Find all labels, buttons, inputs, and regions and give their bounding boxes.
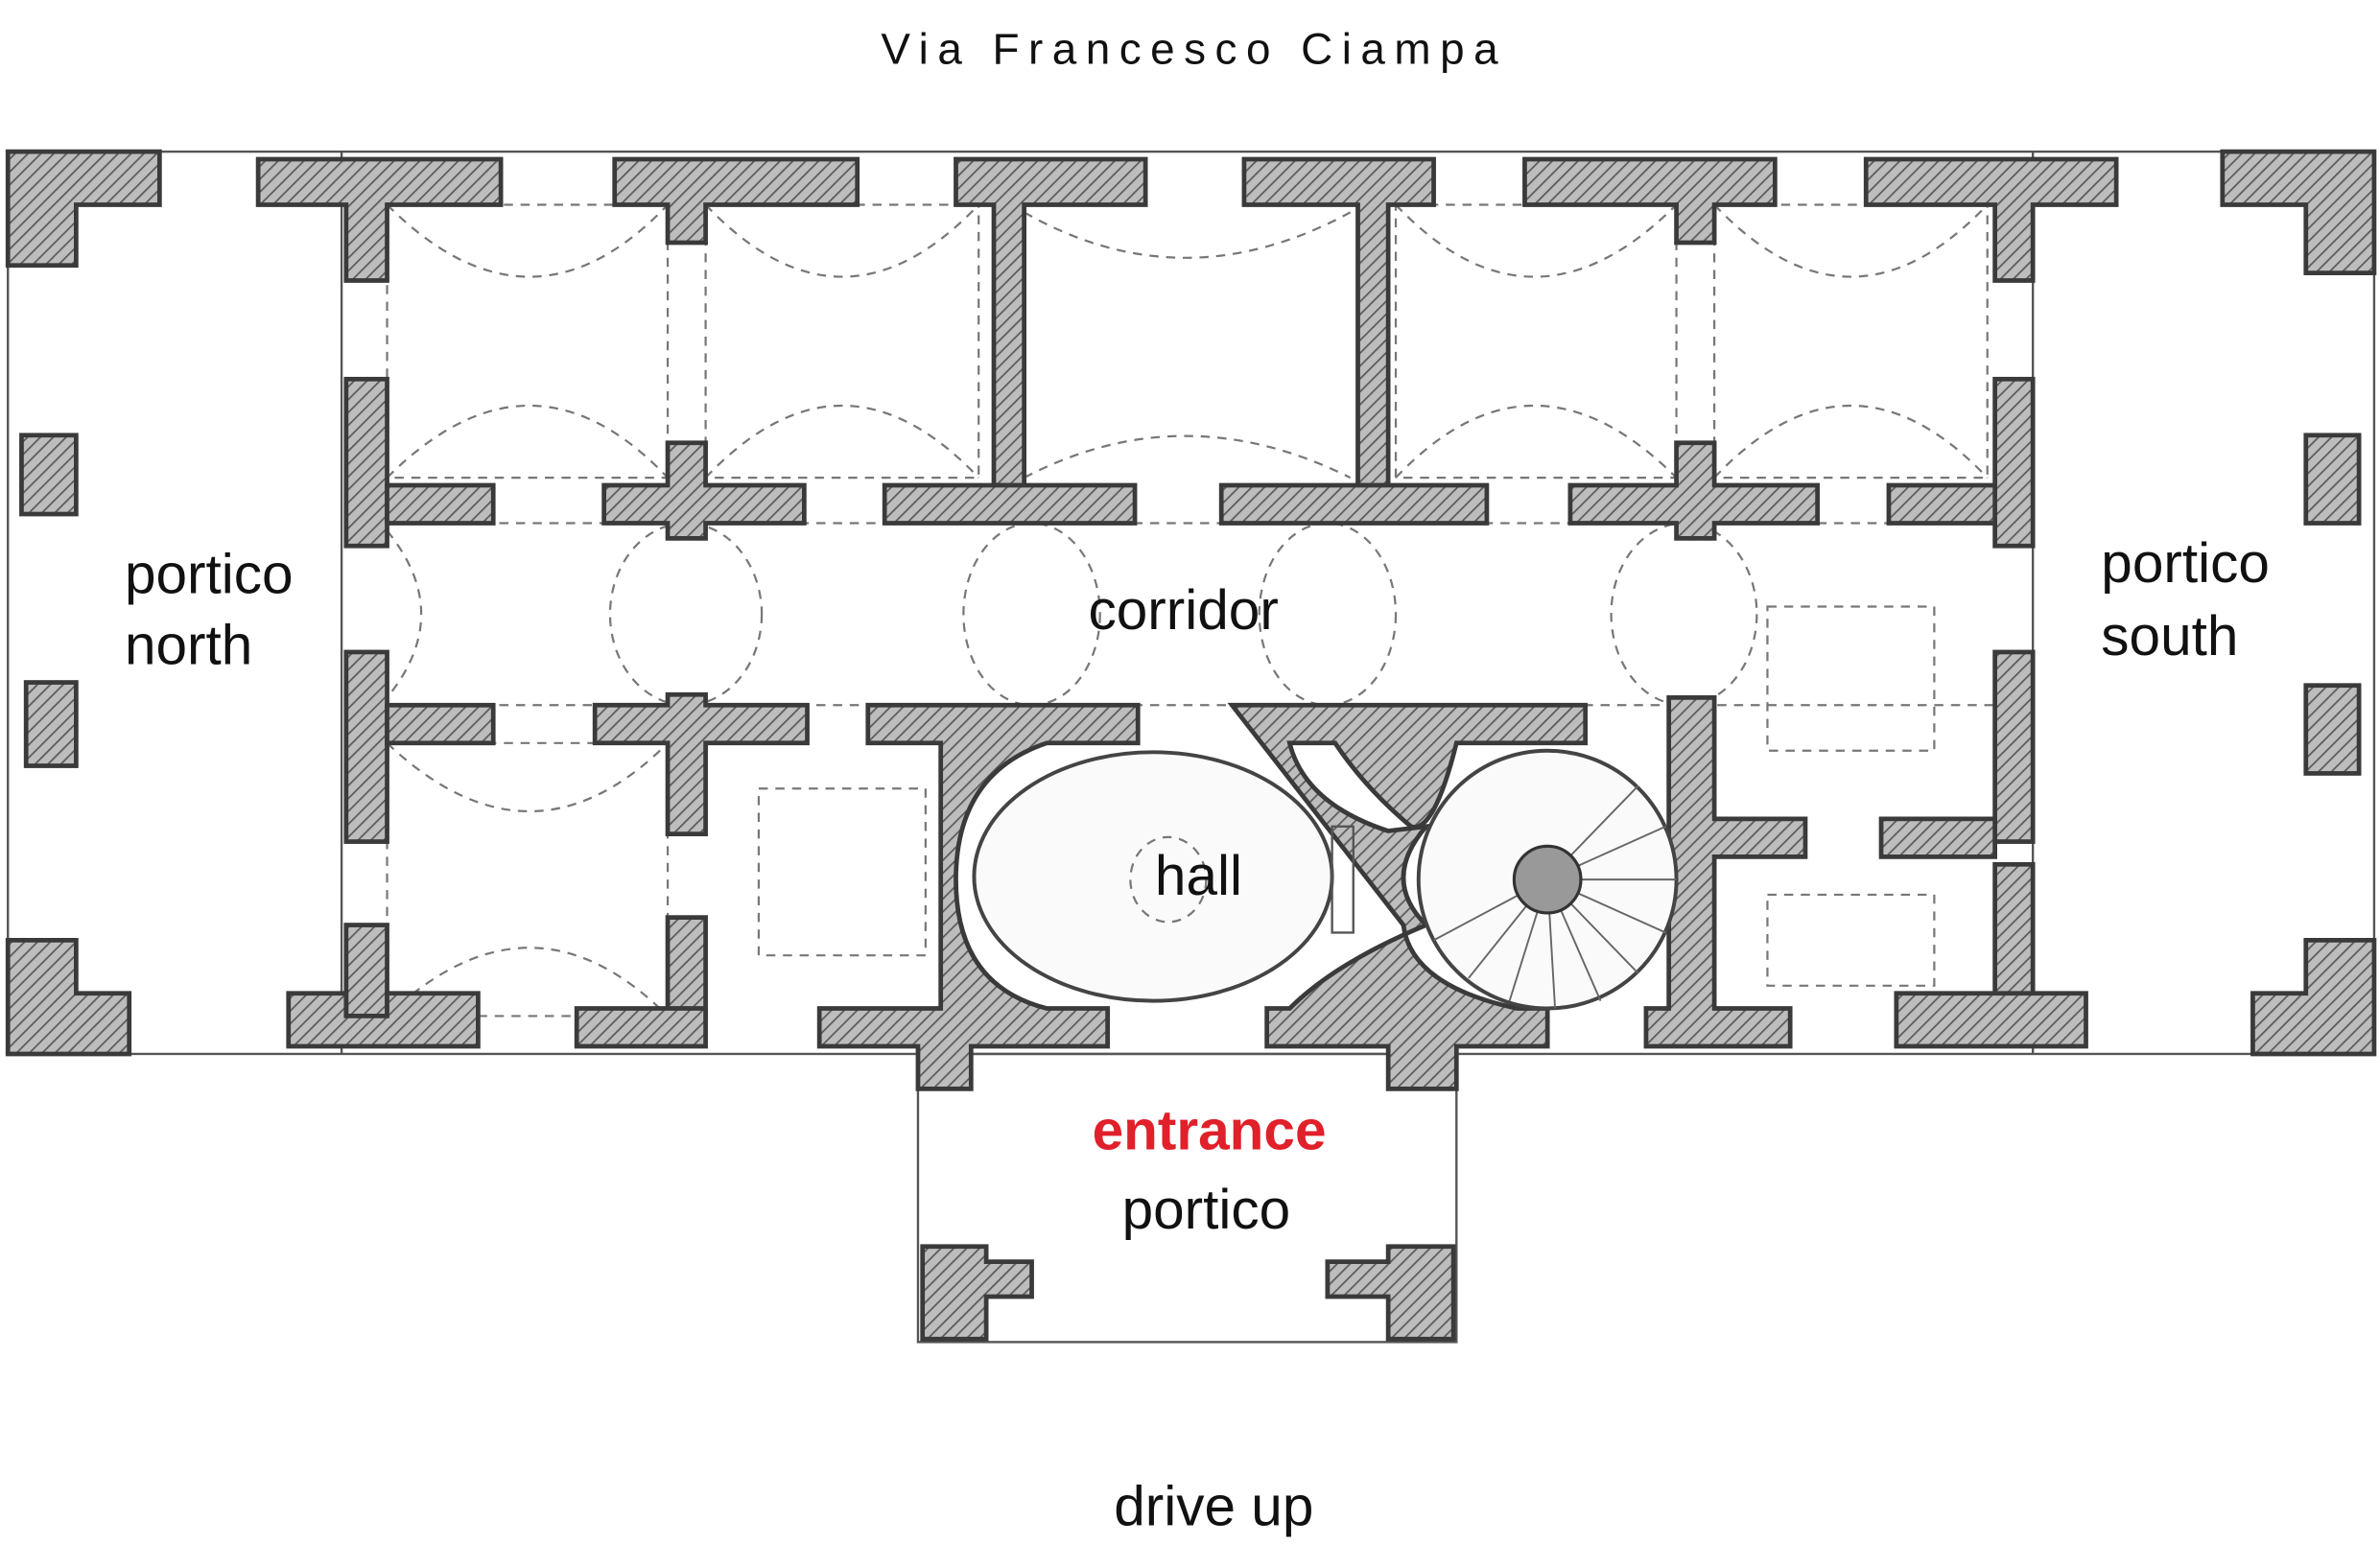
portico-south-label: portico south — [2101, 532, 2285, 667]
portico-north-line2: north — [125, 615, 252, 677]
hall-oval — [972, 750, 1354, 1003]
portico-south-line1: portico — [2101, 532, 2270, 595]
vault-lines — [348, 203, 2026, 1018]
portico-south-line2: south — [2101, 605, 2238, 667]
walls — [5, 149, 2377, 1342]
street-label: Via Francesco Ciampa — [881, 23, 1507, 73]
portico-north-line1: portico — [125, 543, 294, 605]
entrance-portico-label: portico — [1122, 1179, 1291, 1241]
drive-up-label: drive up — [1114, 1476, 1313, 1538]
corridor-label: corridor — [1089, 579, 1279, 642]
hall-label: hall — [1155, 845, 1242, 907]
entrance-label: entrance — [1093, 1100, 1327, 1162]
portico-north-label: portico north — [125, 543, 309, 676]
spiral-staircase — [1416, 748, 1679, 1011]
